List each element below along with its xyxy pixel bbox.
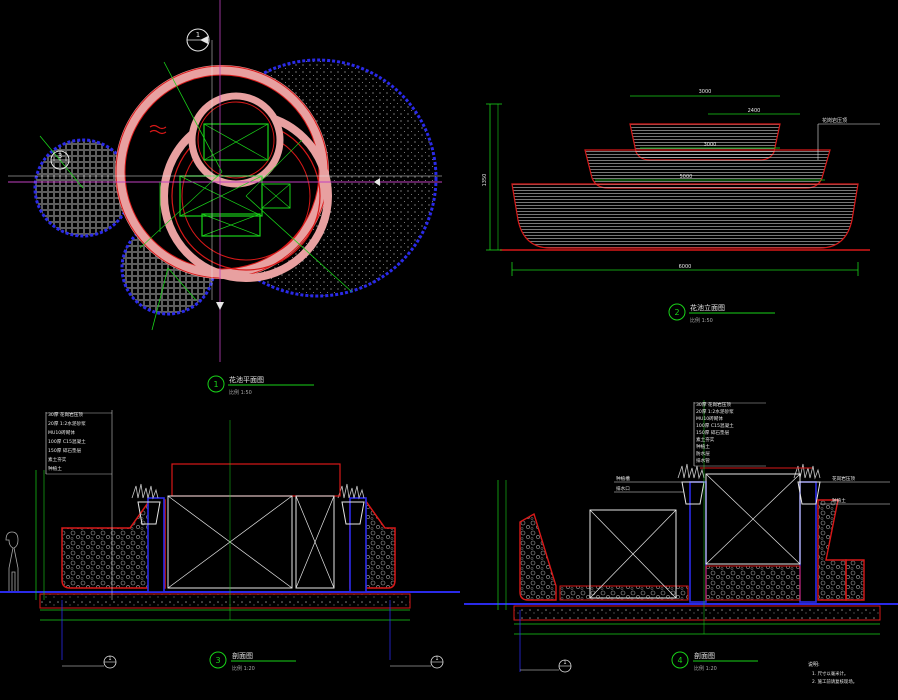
s3-note-4: 100厚 C15混凝土 — [48, 438, 86, 445]
section3-marker-right: 1 — [390, 655, 444, 669]
s4-marker-left-label: 1 — [563, 660, 566, 666]
section4-material-notes: 30厚 花岗岩压顶 20厚 1:2水泥砂浆 MU10砖砌体 100厚 C15混凝… — [693, 401, 766, 467]
s3-note-6: 素土夯实 — [48, 456, 67, 463]
section-marker-top: 1 — [186, 28, 210, 52]
s3-marker-left-label: 1 — [108, 656, 111, 662]
section4-side-notes: 种植槽 排水口 — [614, 475, 684, 493]
section4-box-right — [705, 473, 801, 565]
plan-view: 1 3 1 花池平面图 比例 1:50 — [8, 0, 442, 396]
section4-title-scale: 比例 1:20 — [694, 665, 717, 672]
elevation-tier-bottom — [511, 183, 859, 249]
elev-dim-tier3: 5000 — [680, 174, 693, 180]
footnote-line-2: 2. 施工前请复核现场。 — [812, 678, 857, 685]
elevation-view: 3000 2400 3000 5000 6000 1350 花岗岩压顶 2 花池… — [482, 89, 880, 324]
elevation-title-scale: 比例 1:50 — [690, 317, 713, 324]
scale-figure — [5, 531, 19, 593]
plan-title-text: 花池平面图 — [229, 375, 264, 384]
footnote-line-1: 1. 尺寸以毫米计。 — [812, 670, 848, 677]
s4-side-note-2: 排水口 — [616, 485, 630, 492]
section4-box-left — [589, 509, 677, 599]
elev-dim-top-mid: 2400 — [748, 108, 761, 114]
s4-note-7: 种植土 — [696, 443, 710, 450]
s4-right-callout-2: 种植土 — [832, 497, 846, 504]
section3-title-block: 3 剖面图 比例 1:20 — [209, 651, 296, 672]
s4-note-1: 30厚 花岗岩压顶 — [696, 401, 731, 408]
section4-marker-left: 1 — [520, 659, 572, 673]
elev-dim-tier2: 3000 — [704, 142, 717, 148]
section-view-4: 30厚 花岗岩压顶 20厚 1:2水泥砂浆 MU10砖砌体 100厚 C15混凝… — [464, 400, 898, 685]
s3-marker-right-label: 1 — [435, 656, 438, 662]
s3-note-2: 20厚 1:2水泥砂浆 — [48, 420, 86, 427]
section-marker-left: 3 — [50, 150, 70, 170]
footnote-heading: 说明: — [808, 661, 820, 668]
s4-note-5: 150厚 碎石垫层 — [696, 429, 730, 436]
elevation-tier-middle — [584, 149, 831, 189]
s4-note-3: MU10砖砌体 — [696, 415, 723, 422]
section3-title-text: 剖面图 — [232, 651, 253, 660]
planter-ring-small — [188, 92, 284, 188]
plan-title-number: 1 — [213, 380, 218, 389]
elevation-title-text: 花池立面图 — [690, 303, 725, 312]
section4-title-text: 剖面图 — [694, 651, 715, 660]
section3-title-number: 3 — [215, 656, 220, 665]
s4-note-8: 防水层 — [696, 450, 710, 457]
elev-dim-base: 6000 — [679, 264, 692, 270]
elevation-title-block: 2 花池立面图 比例 1:50 — [668, 303, 775, 324]
plan-box-1 — [203, 123, 269, 161]
section3-material-notes: 30厚 花岗岩压顶 20厚 1:2水泥砂浆 MU10砖砌体 100厚 C15混凝… — [45, 411, 112, 475]
s4-note-2: 20厚 1:2水泥砂浆 — [696, 408, 734, 415]
s3-note-3: MU10砖砌体 — [48, 429, 75, 436]
s3-note-5: 150厚 碎石垫层 — [48, 447, 82, 454]
elev-callout: 花岗岩压顶 — [822, 117, 847, 124]
plan-box-4 — [261, 183, 291, 209]
plan-box-3 — [201, 213, 261, 237]
section4-title-number: 4 — [677, 656, 682, 665]
section3-title-scale: 比例 1:20 — [232, 665, 255, 672]
s4-note-9: 排水管 — [696, 457, 710, 464]
s4-note-6: 素土夯实 — [696, 436, 715, 443]
section3-marker-left: 1 — [62, 655, 117, 669]
s4-right-callout-1: 花岗岩压顶 — [832, 475, 855, 482]
section4-right-callouts: 花岗岩压顶 种植土 — [820, 475, 890, 505]
elev-dim-left-total: 1350 — [482, 174, 488, 187]
elev-dim-top-upper: 3000 — [699, 89, 712, 95]
s4-note-4: 100厚 C15混凝土 — [696, 422, 734, 429]
elevation-title-number: 2 — [674, 308, 679, 317]
section-marker-left-label: 3 — [58, 152, 62, 160]
s4-side-note-1: 种植槽 — [616, 475, 630, 482]
plan-title-block: 1 花池平面图 比例 1:50 — [207, 375, 314, 396]
section4-title-block: 4 剖面图 比例 1:20 — [671, 651, 758, 672]
s3-note-7: 种植土 — [48, 465, 62, 472]
section-marker-top-label: 1 — [196, 31, 200, 39]
footnote-block: 说明: 1. 尺寸以毫米计。 2. 施工前请复核现场。 — [808, 661, 857, 685]
section-view-3: 30厚 花岗岩压顶 20厚 1:2水泥砂浆 MU10砖砌体 100厚 C15混凝… — [0, 410, 460, 672]
plan-title-scale: 比例 1:50 — [229, 389, 252, 396]
s3-note-1: 30厚 花岗岩压顶 — [48, 411, 83, 418]
section3-box-small — [295, 495, 335, 589]
